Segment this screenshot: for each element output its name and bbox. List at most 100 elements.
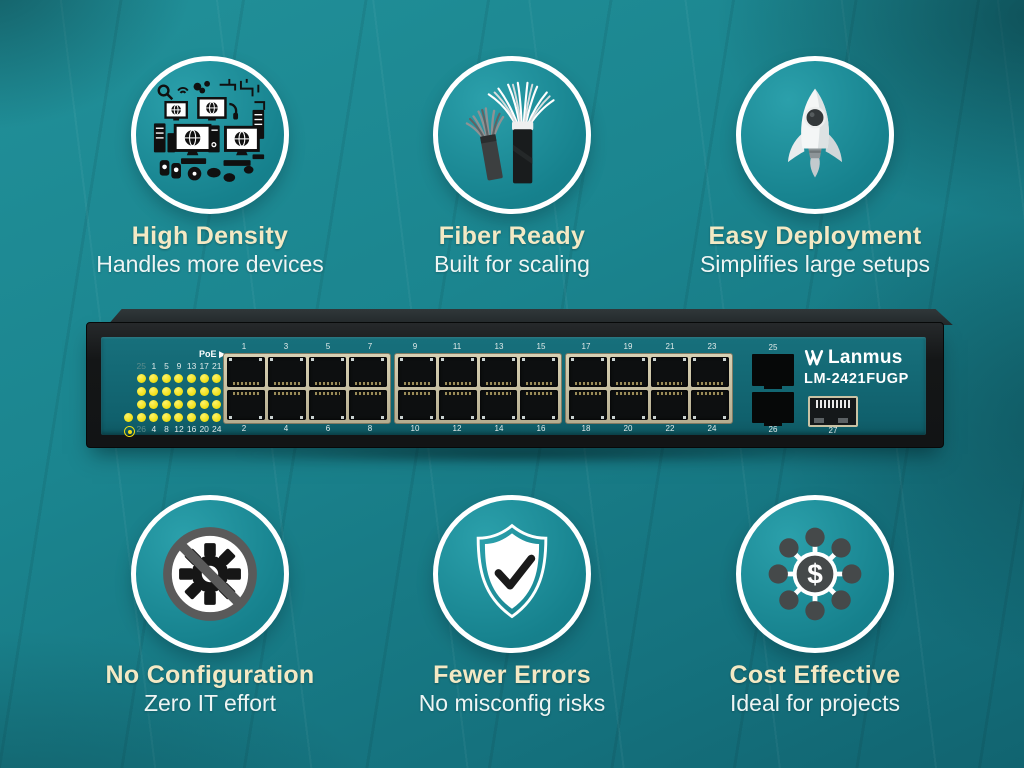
rj45-jack-12 (438, 390, 477, 420)
port-number: 20 (623, 424, 633, 433)
led-column-label: 17 (199, 361, 209, 371)
rj45-jack-3 (267, 357, 306, 387)
port-number: 1 (241, 342, 247, 351)
rj45-jack-2 (227, 390, 265, 420)
port-number: 7 (367, 342, 373, 351)
status-led (161, 374, 171, 383)
status-led (136, 374, 146, 383)
lanmus-logo-icon (804, 350, 824, 366)
sfp-port-27 (808, 396, 858, 427)
led-column-label: 24 (212, 424, 222, 434)
led-column-label: 9 (176, 361, 182, 371)
status-led (174, 374, 184, 383)
status-led (212, 387, 222, 396)
status-led (187, 387, 197, 396)
status-led (136, 413, 146, 422)
feature-cost-effective: $ Cost Effective Ideal for projects (660, 495, 970, 716)
rj45-jack-15 (520, 357, 558, 387)
brand-name: Lanmus (828, 347, 903, 368)
status-led (149, 400, 159, 409)
status-led (187, 374, 197, 383)
status-led (212, 400, 222, 409)
led-column-label: 1 (151, 361, 157, 371)
port-number: 11 (452, 342, 462, 351)
port-number: 15 (536, 342, 546, 351)
led-column-label: 5 (164, 361, 169, 371)
port-bezel (223, 353, 391, 424)
port-number: 18 (581, 424, 591, 433)
port-labels-top: 1 3 5 7 (223, 342, 391, 352)
port-number: 4 (283, 424, 289, 433)
status-led (174, 387, 184, 396)
port-number: 3 (283, 342, 289, 351)
led-column-label: 26 (136, 424, 147, 434)
status-led (161, 400, 171, 409)
feature-circle (433, 56, 591, 214)
status-led (174, 413, 184, 422)
feature-title: High Density (131, 222, 289, 250)
rj45-jack-22 (650, 390, 689, 420)
status-led (149, 387, 159, 396)
led-column-label: 20 (199, 424, 209, 434)
switch-chassis-top-face (107, 309, 953, 325)
rj45-jack-18 (569, 390, 607, 420)
port-number: 2 (241, 424, 247, 433)
led-grid (135, 374, 223, 422)
led-column-label: 21 (212, 361, 222, 371)
led-column-label: 16 (186, 424, 197, 434)
status-led (187, 413, 197, 422)
port-number: 5 (325, 342, 331, 351)
status-led (174, 400, 184, 409)
status-led (199, 400, 209, 409)
power-led-icon (124, 426, 135, 437)
status-led (199, 413, 209, 422)
led-column-label: 13 (186, 361, 197, 371)
led-column-label: 12 (174, 424, 184, 434)
port-number: 22 (665, 424, 675, 433)
rj45-jack-13 (479, 357, 518, 387)
status-led (161, 413, 171, 422)
status-led (124, 413, 133, 422)
port-number: 16 (536, 424, 546, 433)
uplink-port-26 (752, 392, 794, 426)
rj45-jack-4 (267, 390, 306, 420)
uplink-port-label: 25 (768, 343, 778, 352)
uplink-port-column: 25 26 (751, 337, 795, 435)
brand-logo-row: Lanmus (804, 347, 926, 369)
rj45-jack-9 (398, 357, 436, 387)
uplink-port-label: 26 (768, 425, 778, 434)
feature-title: No Configuration (105, 661, 315, 689)
model-number: LM-2421FUGP (804, 371, 909, 387)
status-led (149, 374, 159, 383)
rj45-jack-20 (609, 390, 648, 420)
svg-text:$: $ (807, 559, 823, 590)
status-led (136, 387, 146, 396)
feature-fiber-ready: Fiber Ready Built for scaling (357, 56, 667, 277)
feature-no-configuration: No Configuration Zero IT effort (55, 495, 365, 716)
feature-circle: $ (736, 495, 894, 653)
port-number: 13 (494, 342, 504, 351)
feature-circle (736, 56, 894, 214)
status-led (199, 374, 209, 383)
rj45-jack-10 (398, 390, 436, 420)
feature-subtitle: Handles more devices (96, 251, 324, 277)
uplink-port-25 (752, 354, 794, 389)
dollar-network-icon: $ (768, 527, 862, 621)
port-bezel (394, 353, 562, 424)
status-led (136, 400, 146, 409)
rj45-jack-21 (650, 357, 689, 387)
feature-subtitle: No misconfig risks (418, 690, 606, 716)
port-number: 12 (452, 424, 462, 433)
status-led (187, 400, 197, 409)
